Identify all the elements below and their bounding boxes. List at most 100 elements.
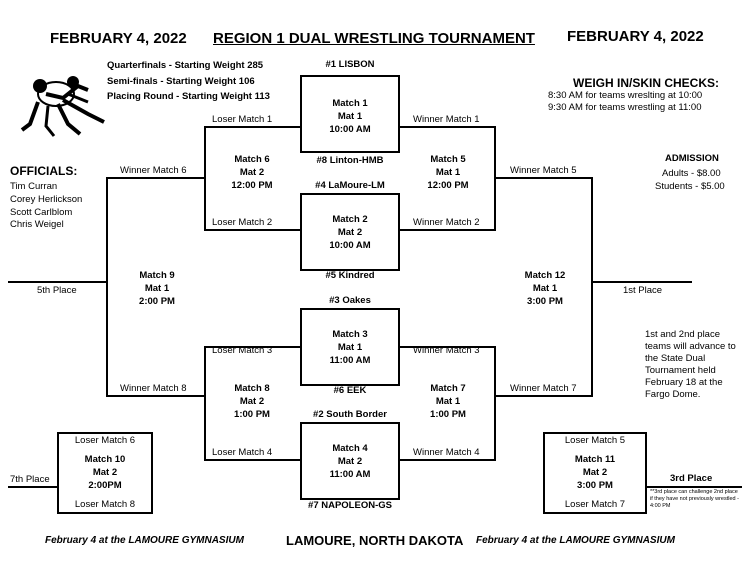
match-3-info: Match 3 Mat 1 11:00 AM	[300, 328, 400, 367]
match-10-box	[57, 432, 153, 514]
page-title: REGION 1 DUAL WRESTLING TOURNAMENT	[213, 30, 535, 47]
match-mat: Mat 2	[239, 396, 265, 407]
match-7-info: Match 7 Mat 1 1:00 PM	[408, 382, 488, 421]
match-name: Match 12	[524, 270, 566, 281]
schedule-placing: Placing Round - Starting Weight 113	[107, 91, 270, 102]
label-loser-match-4: Loser Match 4	[212, 447, 273, 458]
match-time: 1:00 PM	[430, 409, 466, 420]
bracket-line	[591, 177, 593, 397]
bracket-line	[204, 126, 206, 231]
label-loser-match-7: Loser Match 7	[564, 499, 626, 510]
match-name: Match 6	[234, 154, 270, 165]
match-8-info: Match 8 Mat 2 1:00 PM	[212, 382, 292, 421]
wrestlers-illustration	[20, 76, 105, 137]
footer-left: February 4 at the LAMOURE GYMNASIUM	[45, 535, 244, 546]
place-fifth: 5th Place	[37, 285, 77, 296]
bracket-line	[107, 395, 205, 397]
footer-right: February 4 at the LAMOURE GYMNASIUM	[476, 535, 675, 546]
match-name: Match 11	[574, 454, 616, 465]
weigh-in-title: WEIGH IN/SKIN CHECKS:	[573, 76, 720, 90]
label-loser-match-6: Loser Match 6	[74, 435, 136, 446]
bracket-line	[205, 346, 301, 348]
label-winner-match-6: Winner Match 6	[120, 165, 187, 176]
team-seed-2: #2 South Border	[313, 409, 387, 420]
bracket-line	[399, 126, 495, 128]
match-9-info: Match 9 Mat 1 2:00 PM	[117, 269, 197, 308]
match-time: 12:00 PM	[231, 180, 273, 191]
admission-students: Students - $5.00	[655, 181, 725, 192]
match-name: Match 1	[332, 98, 368, 109]
match-time: 11:00 AM	[329, 469, 371, 480]
bracket-line	[205, 126, 301, 128]
admission-title: ADMISSION	[665, 153, 719, 164]
match-time: 2:00PM	[88, 480, 122, 491]
advance-note: 1st and 2nd place teams will advance to …	[645, 329, 736, 400]
bracket-line	[494, 346, 496, 461]
label-winner-match-7: Winner Match 7	[510, 383, 577, 394]
label-winner-match-1: Winner Match 1	[413, 114, 480, 125]
label-winner-match-8: Winner Match 8	[120, 383, 187, 394]
match-2-box	[300, 193, 400, 271]
bracket-line	[204, 346, 206, 461]
label-winner-match-5: Winner Match 5	[510, 165, 577, 176]
official-name: Corey Herlickson	[10, 194, 83, 205]
match-11-box	[543, 432, 647, 514]
match-mat: Mat 1	[337, 342, 363, 353]
label-winner-match-4: Winner Match 4	[413, 447, 480, 458]
team-seed-1: #1 LISBON	[325, 59, 375, 70]
footer-center: LAMOURE, NORTH DAKOTA	[286, 533, 464, 548]
match-time: 3:00 PM	[527, 296, 563, 307]
bracket-line	[205, 229, 301, 231]
schedule-semifinals: Semi-finals - Starting Weight 106	[107, 76, 255, 87]
match-12-info: Match 12 Mat 1 3:00 PM	[505, 269, 585, 308]
label-loser-match-5: Loser Match 5	[564, 435, 626, 446]
match-name: Match 9	[139, 270, 175, 281]
match-name: Match 4	[332, 443, 368, 454]
match-name: Match 5	[430, 154, 466, 165]
place-seventh: 7th Place	[10, 474, 50, 485]
match-10-info: Match 10 Mat 2 2:00PM	[57, 453, 153, 492]
match-name: Match 10	[84, 454, 126, 465]
bracket-line	[106, 177, 108, 397]
match-5-info: Match 5 Mat 1 12:00 PM	[408, 153, 488, 192]
match-time: 11:00 AM	[329, 355, 371, 366]
match-4-box	[300, 422, 400, 500]
officials-title: OFFICIALS:	[10, 164, 78, 178]
place-third: 3rd Place	[670, 473, 713, 484]
official-name: Scott Carlblom	[10, 207, 73, 218]
bracket-line	[399, 229, 495, 231]
match-mat: Mat 1	[532, 283, 558, 294]
match-name: Match 3	[332, 329, 368, 340]
bracket-line	[399, 346, 495, 348]
label-loser-match-3: Loser Match 3	[212, 345, 273, 356]
label-loser-match-1: Loser Match 1	[212, 114, 273, 125]
bracket-line	[8, 486, 58, 488]
team-seed-7: #7 NAPOLEON-GS	[308, 500, 392, 511]
bracket-line	[205, 459, 301, 461]
weigh-in-line2: 9:30 AM for teams wrestling at 11:00	[548, 102, 702, 113]
match-mat: Mat 2	[239, 167, 265, 178]
header-date-left: FEBRUARY 4, 2022	[50, 30, 187, 47]
third-place-note: **3rd place can challenge 2nd place if t…	[650, 489, 739, 509]
match-time: 1:00 PM	[234, 409, 270, 420]
label-loser-match-8: Loser Match 8	[74, 499, 136, 510]
match-mat: Mat 2	[337, 227, 363, 238]
match-name: Match 7	[430, 383, 466, 394]
bracket-line	[8, 281, 108, 283]
bracket-line	[592, 281, 692, 283]
match-time: 10:00 AM	[329, 124, 371, 135]
match-time: 10:00 AM	[329, 240, 371, 251]
label-loser-match-2: Loser Match 2	[212, 217, 273, 228]
match-11-info: Match 11 Mat 2 3:00 PM	[543, 453, 647, 492]
match-mat: Mat 2	[582, 467, 608, 478]
match-time: 2:00 PM	[139, 296, 175, 307]
team-seed-6: #6 EEK	[333, 385, 367, 396]
match-mat: Mat 2	[337, 456, 363, 467]
match-mat: Mat 2	[92, 467, 118, 478]
schedule-quarterfinals: Quarterfinals - Starting Weight 285	[107, 60, 264, 71]
match-name: Match 2	[332, 214, 368, 225]
match-name: Match 8	[234, 383, 270, 394]
official-name: Chris Weigel	[10, 219, 64, 230]
match-6-info: Match 6 Mat 2 12:00 PM	[212, 153, 292, 192]
match-1-info: Match 1 Mat 1 10:00 AM	[300, 97, 400, 136]
